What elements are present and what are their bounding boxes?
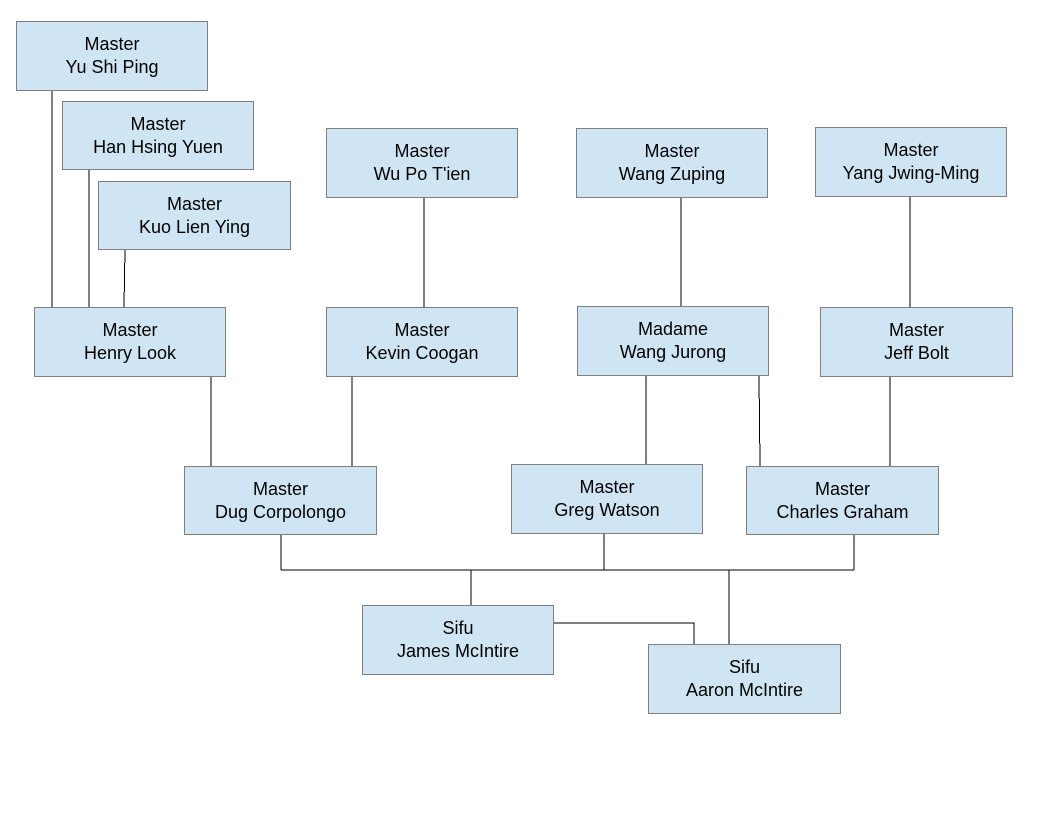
node-title: Master bbox=[394, 320, 450, 340]
node-jeff-bolt: Master Jeff Bolt bbox=[820, 307, 1013, 377]
node-name: Wu Po T'ien bbox=[373, 164, 471, 184]
node-title: Master bbox=[84, 34, 140, 54]
node-name: Yu Shi Ping bbox=[65, 57, 159, 77]
node-yang-jwing-ming: Master Yang Jwing-Ming bbox=[815, 127, 1007, 197]
node-name: Han Hsing Yuen bbox=[93, 136, 223, 157]
node-title: Master bbox=[888, 320, 944, 340]
node-wu-po-tien: Master Wu Po T'ien bbox=[326, 128, 518, 198]
node-name: Kuo Lien Ying bbox=[138, 216, 251, 237]
node-name: Jeff Bolt bbox=[884, 343, 949, 363]
node-name: Kevin Coogan bbox=[365, 343, 479, 363]
node-name: Henry Look bbox=[83, 343, 177, 363]
node-title: Master bbox=[102, 320, 158, 340]
connector bbox=[553, 622, 695, 644]
node-title: Master bbox=[166, 193, 222, 214]
node-aaron-mcintire: Sifu Aaron McIntire bbox=[648, 644, 841, 714]
node-name: Yang Jwing-Ming bbox=[842, 163, 980, 183]
node-yu-shi-ping: Master Yu Shi Ping bbox=[16, 21, 208, 91]
node-title: Master bbox=[814, 478, 870, 499]
connector bbox=[123, 248, 126, 308]
node-title: Master bbox=[579, 477, 635, 497]
node-name: Wang Zuping bbox=[618, 164, 726, 184]
node-title: Master bbox=[394, 141, 450, 161]
node-han-hsing-yuen: Master Han Hsing Yuen bbox=[62, 101, 254, 170]
node-dug-corpolongo: Master Dug Corpolongo bbox=[184, 466, 377, 535]
node-title: Sifu bbox=[442, 618, 474, 638]
node-greg-watson: Master Greg Watson bbox=[511, 464, 703, 534]
node-henry-look: Master Henry Look bbox=[34, 307, 226, 377]
node-kevin-coogan: Master Kevin Coogan bbox=[326, 307, 518, 377]
node-title: Sifu bbox=[728, 657, 761, 677]
node-james-mcintire: Sifu James McIntire bbox=[362, 605, 554, 675]
node-name: Wang Jurong bbox=[619, 342, 727, 362]
node-title: Master bbox=[883, 140, 939, 160]
connector bbox=[758, 374, 761, 467]
node-kuo-lien-ying: Master Kuo Lien Ying bbox=[98, 181, 291, 250]
node-title: Master bbox=[252, 478, 308, 499]
node-name: James McIntire bbox=[396, 641, 520, 661]
node-name: Dug Corpolongo bbox=[214, 501, 347, 522]
node-title: Madame bbox=[637, 319, 709, 339]
node-name: Aaron McIntire bbox=[685, 680, 804, 700]
node-wang-jurong: Madame Wang Jurong bbox=[577, 306, 769, 376]
node-name: Greg Watson bbox=[554, 500, 660, 520]
node-name: Charles Graham bbox=[776, 501, 909, 522]
node-wang-zuping: Master Wang Zuping bbox=[576, 128, 768, 198]
node-charles-graham: Master Charles Graham bbox=[746, 466, 939, 535]
node-title: Master bbox=[130, 113, 186, 134]
node-title: Master bbox=[644, 141, 700, 161]
